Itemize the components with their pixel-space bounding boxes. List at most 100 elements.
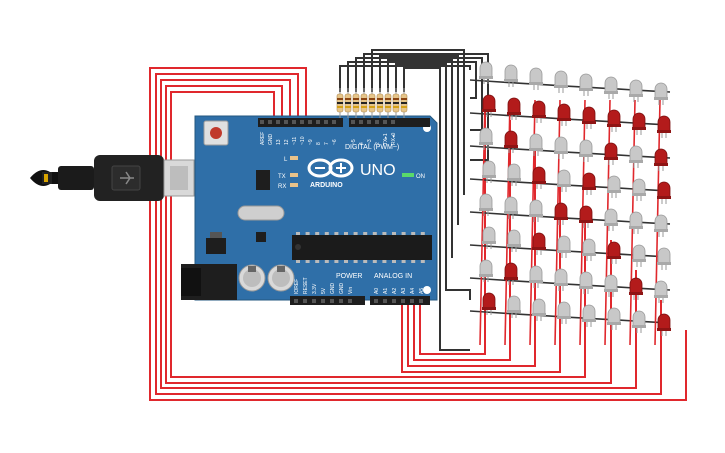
digital-pin-hole[interactable]	[284, 120, 288, 124]
resistor	[384, 88, 392, 118]
red-wire	[149, 67, 687, 401]
analog-pin-label: A2	[392, 288, 398, 294]
power-pin-hole[interactable]	[330, 299, 334, 303]
led-off	[607, 175, 621, 198]
led-off	[604, 208, 618, 231]
led-off	[529, 199, 543, 222]
analog-header[interactable]	[370, 296, 430, 305]
power-pin-hole[interactable]	[339, 299, 343, 303]
led-lit	[629, 277, 643, 300]
analog-pin-hole[interactable]	[410, 299, 414, 303]
led-off	[632, 178, 646, 201]
led-lit	[582, 172, 596, 195]
signal-wire	[355, 57, 483, 131]
digital-pin-hole[interactable]	[316, 120, 320, 124]
digital-header-label: DIGITAL (PWM~)	[345, 144, 399, 151]
power-pin-hole[interactable]	[321, 299, 325, 303]
digital-pin-label: ~6	[332, 139, 338, 145]
power-pin-hole[interactable]	[303, 299, 307, 303]
power-header[interactable]	[290, 296, 365, 305]
led-off	[654, 214, 668, 237]
analog-pin-hole[interactable]	[401, 299, 405, 303]
digital-pin-hole[interactable]	[383, 120, 387, 124]
led-off	[579, 271, 593, 294]
digital-pin-hole[interactable]	[300, 120, 304, 124]
led-off	[482, 226, 496, 249]
analog-pin-hole[interactable]	[392, 299, 396, 303]
digital-header-right[interactable]	[349, 118, 430, 127]
resistor	[336, 88, 344, 118]
led-lit	[654, 148, 668, 171]
resistor	[392, 88, 400, 118]
brand-label: ARDUINO	[310, 182, 343, 189]
analog-pin-hole[interactable]	[374, 299, 378, 303]
red-wire	[165, 85, 612, 384]
led-off	[629, 79, 643, 102]
atmega-microcontroller	[292, 232, 432, 263]
analog-pin-hole[interactable]	[383, 299, 387, 303]
led-off	[629, 211, 643, 234]
led-off	[557, 235, 571, 258]
led-off	[632, 310, 646, 333]
led-off	[654, 82, 668, 105]
digital-pin-label: RX◂0	[391, 133, 397, 145]
analog-pin-hole[interactable]	[419, 299, 423, 303]
analog-header-label: ANALOG IN	[374, 273, 412, 280]
led-lit	[604, 142, 618, 165]
power-pin-hole[interactable]	[312, 299, 316, 303]
digital-pin-label: AREF	[260, 132, 266, 145]
led-off	[479, 193, 493, 216]
digital-pin-hole[interactable]	[260, 120, 264, 124]
signal-wire	[379, 55, 459, 225]
power-pin-hole[interactable]	[294, 299, 298, 303]
digital-pin-hole[interactable]	[324, 120, 328, 124]
digital-pin-hole[interactable]	[375, 120, 379, 124]
signal-wire	[395, 63, 471, 300]
power-pin-hole[interactable]	[348, 299, 352, 303]
led-lit	[557, 103, 571, 126]
digital-pin-label: 13	[276, 139, 282, 145]
digital-pin-label: 7	[324, 142, 330, 145]
digital-pin-hole[interactable]	[351, 120, 355, 124]
resistors	[336, 88, 408, 118]
power-pin-label: IOREF	[294, 279, 300, 294]
digital-pin-hole[interactable]	[359, 120, 363, 124]
led-lit	[504, 262, 518, 285]
digital-pin-hole[interactable]	[332, 120, 336, 124]
digital-pin-label: 4	[359, 142, 365, 145]
digital-pin-label: GND	[268, 134, 274, 146]
led-lit	[607, 109, 621, 132]
led-off	[654, 280, 668, 303]
on-led-label: ON	[416, 174, 425, 180]
usb-cable[interactable]	[30, 155, 195, 201]
analog-pin-label: A0	[374, 288, 380, 294]
crystal-oscillator	[237, 205, 285, 221]
led-off	[554, 136, 568, 159]
resistor	[352, 88, 360, 118]
led-lit	[532, 232, 546, 255]
led-lit	[532, 166, 546, 189]
rx-led	[290, 183, 298, 187]
digital-pin-hole[interactable]	[276, 120, 280, 124]
led-off	[607, 307, 621, 330]
led-lit	[507, 97, 521, 120]
led-off	[507, 295, 521, 318]
led-off	[604, 274, 618, 297]
digital-pin-hole[interactable]	[292, 120, 296, 124]
digital-pin-label: 12	[284, 139, 290, 145]
reset-button[interactable]	[203, 120, 229, 146]
digital-pin-hole[interactable]	[308, 120, 312, 124]
rx-led-label: RX	[278, 184, 286, 190]
digital-pin-label: 2	[375, 142, 381, 145]
digital-pin-label: 8	[316, 142, 322, 145]
digital-pin-label: ~9	[308, 139, 314, 145]
led-off	[482, 160, 496, 183]
digital-pin-hole[interactable]	[391, 120, 395, 124]
digital-pin-label: ~3	[367, 139, 373, 145]
led-matrix	[479, 61, 671, 336]
digital-pin-hole[interactable]	[367, 120, 371, 124]
led-lit	[554, 202, 568, 225]
digital-pin-hole[interactable]	[268, 120, 272, 124]
